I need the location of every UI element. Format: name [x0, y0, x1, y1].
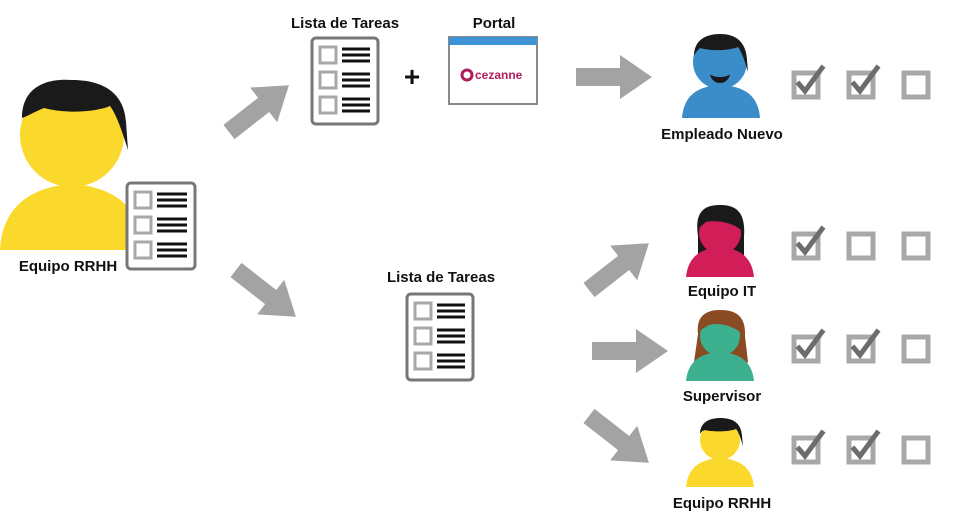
- it-team-label: Equipo IT: [688, 283, 756, 300]
- checked-box-icon: [791, 225, 826, 261]
- hr-team-hair: [22, 79, 128, 150]
- task-list-bottom-icon: [405, 292, 475, 382]
- new-employee-label: Empleado Nuevo: [661, 126, 783, 143]
- it-team-hair-fringe: [699, 208, 741, 230]
- task-list-top-icon: [310, 36, 380, 126]
- supervisor-label: Supervisor: [683, 388, 762, 405]
- empty-box-icon: [901, 70, 931, 100]
- hr-team-body: [0, 184, 144, 250]
- arrow-list-to-supervisor: [592, 329, 668, 373]
- hr-team-label: Equipo RRHH: [19, 258, 117, 275]
- supervisor-checklist: [791, 328, 931, 364]
- hr-team-checklist: [791, 429, 931, 465]
- arrow-portal-to-new-employee: [576, 55, 652, 99]
- supervisor-hair-fringe: [701, 313, 740, 332]
- arrow-hr-to-top: [215, 67, 303, 150]
- supervisor-person: [686, 310, 754, 381]
- task-list-bottom-label: Lista de Tareas: [387, 269, 495, 286]
- empty-box-icon: [901, 334, 931, 364]
- new-employee-beard: [710, 74, 730, 83]
- it-team-person: [686, 205, 754, 277]
- checked-box-icon: [846, 429, 881, 465]
- portal-label: Portal: [473, 15, 516, 32]
- checked-box-icon: [791, 328, 826, 364]
- hr-team-bottom-label: Equipo RRHH: [673, 495, 771, 512]
- empty-box-icon: [901, 435, 931, 465]
- checked-box-icon: [846, 64, 881, 100]
- checked-box-icon: [791, 429, 826, 465]
- it-team-checklist: [791, 225, 931, 261]
- portal-brand-name: cezanne: [475, 68, 523, 82]
- plus-sign: +: [404, 61, 420, 92]
- supervisor-body: [686, 352, 754, 381]
- new-employee-body: [682, 85, 760, 118]
- checked-box-icon: [846, 328, 881, 364]
- arrow-list-to-hr: [575, 398, 663, 481]
- cezanne-logo-icon: [460, 68, 474, 82]
- hr-team-bottom-body: [686, 458, 754, 487]
- checked-box-icon: [791, 64, 826, 100]
- empty-box-icon: [901, 231, 931, 261]
- hr-team-bottom-person: [686, 418, 754, 487]
- new-employee-checklist: [791, 64, 931, 100]
- arrow-list-to-it: [575, 225, 663, 308]
- hr-team-bottom-hair: [700, 418, 743, 446]
- new-employee-hair: [694, 34, 748, 72]
- empty-box-icon: [846, 231, 876, 261]
- new-employee-person: [682, 34, 760, 118]
- arrow-hr-to-bottom: [222, 252, 310, 335]
- portal-window-icon: cezanne: [448, 36, 538, 105]
- it-team-body: [686, 247, 754, 277]
- hr-team-checklist-icon: [125, 181, 197, 271]
- task-list-top-label: Lista de Tareas: [291, 15, 399, 32]
- hr-team-person: [0, 79, 144, 250]
